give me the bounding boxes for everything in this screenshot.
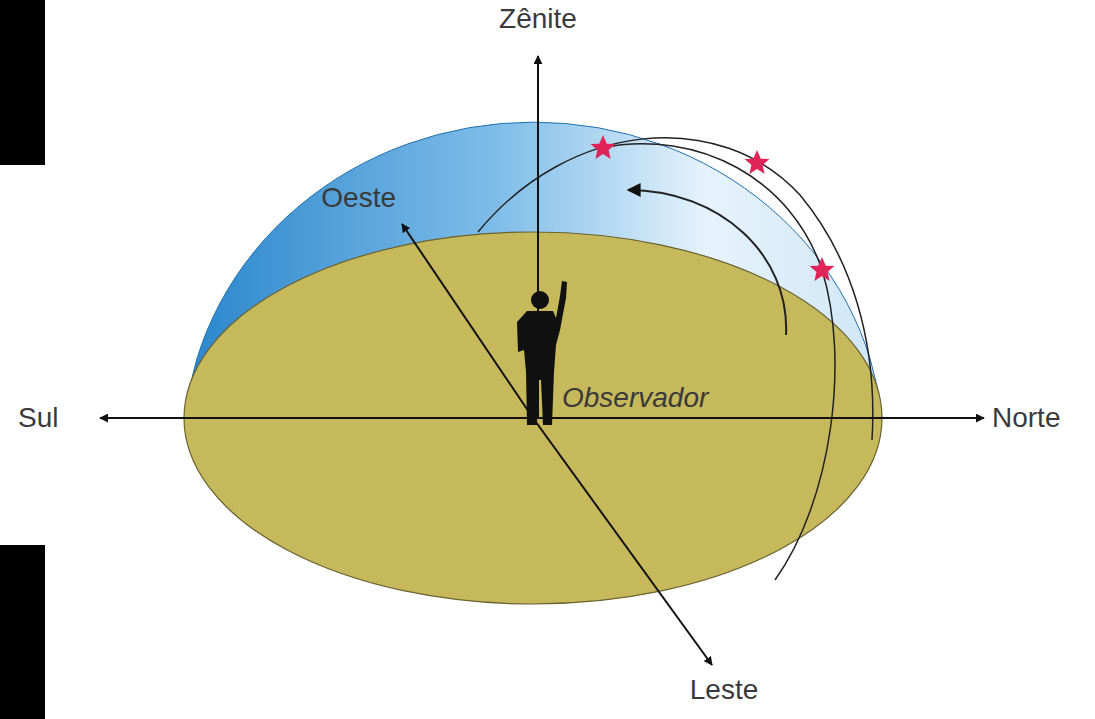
zenith-label: Zênite — [499, 4, 577, 35]
direction-label: Leste — [690, 675, 759, 706]
motion-arrow — [628, 190, 786, 335]
observer-figure — [517, 281, 567, 425]
south-axis — [100, 417, 535, 419]
west-axis — [402, 224, 533, 418]
east-axis — [533, 418, 712, 665]
direction-label: Sul — [18, 403, 58, 434]
direction-label: Norte — [992, 403, 1060, 434]
observer-label: Observador — [562, 383, 708, 414]
star — [591, 135, 835, 281]
north-axis — [535, 417, 984, 419]
black-margin — [0, 545, 45, 719]
direction-label: Oeste — [321, 183, 396, 214]
star-path — [600, 144, 835, 580]
black-margin — [0, 0, 45, 165]
